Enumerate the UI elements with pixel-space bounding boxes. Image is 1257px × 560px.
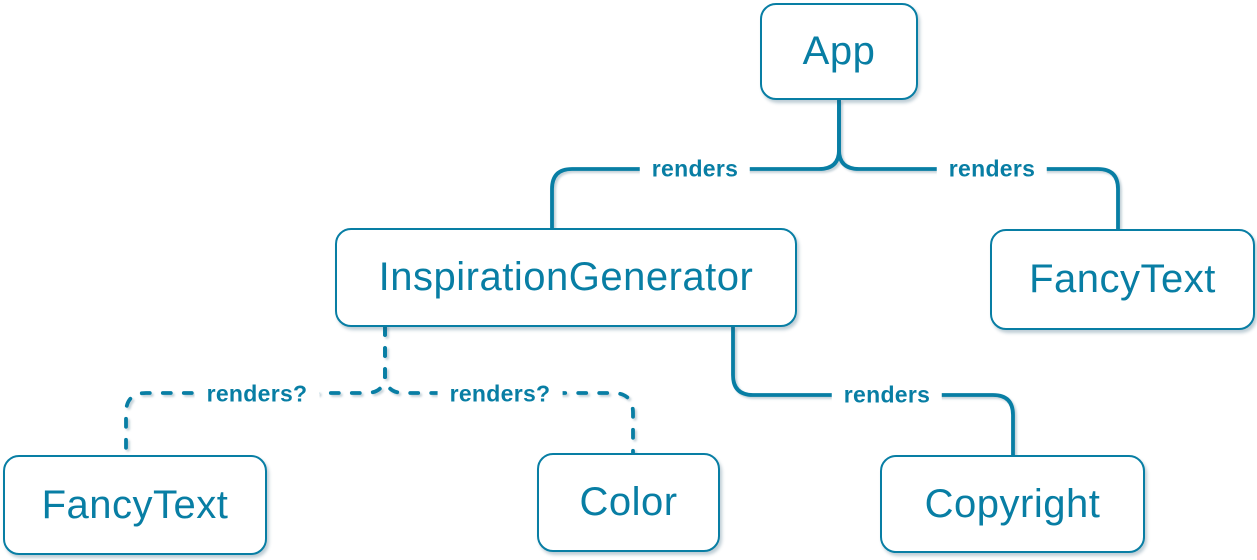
- node-fancy-text-bottom-label: FancyText: [41, 482, 229, 527]
- node-copyright-label: Copyright: [924, 481, 1101, 526]
- node-fancy-text-top: FancyText: [990, 229, 1255, 330]
- node-color: Color: [537, 453, 720, 552]
- node-fancy-text-bottom: FancyText: [3, 455, 267, 555]
- edge-label-inspiration-generator-to-fancy-text: renders?: [194, 378, 320, 410]
- edge-label-inspiration-generator-to-copyright: renders: [831, 379, 943, 411]
- edge-label-inspiration-generator-to-color: renders?: [437, 378, 563, 410]
- edge-label-app-to-inspiration-generator: renders: [639, 153, 751, 185]
- edge-label-app-to-fancy-text: renders: [936, 153, 1048, 185]
- node-color-label: Color: [579, 480, 678, 524]
- node-app-label: App: [802, 29, 876, 73]
- node-inspiration-generator-label: InspirationGenerator: [378, 255, 754, 299]
- node-copyright: Copyright: [880, 455, 1145, 553]
- node-inspiration-generator: InspirationGenerator: [335, 228, 797, 327]
- node-app: App: [760, 3, 918, 100]
- node-fancy-text-top-label: FancyText: [1029, 257, 1216, 301]
